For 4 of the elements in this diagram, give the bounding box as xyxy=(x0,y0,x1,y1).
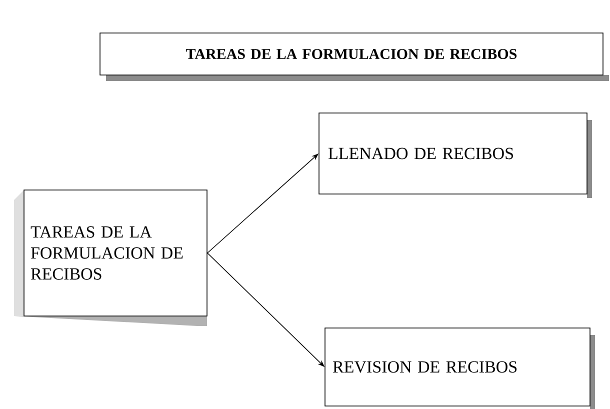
process-box: LLENADO DE RECIBOS xyxy=(318,112,592,198)
process-box: TAREAS DE LA FORMULACION DE RECIBOS xyxy=(14,190,208,326)
process-box: TAREAS DE LA FORMULACION DE RECIBOS xyxy=(100,32,609,81)
process-box: REVISION DE RECIBOS xyxy=(324,328,595,409)
